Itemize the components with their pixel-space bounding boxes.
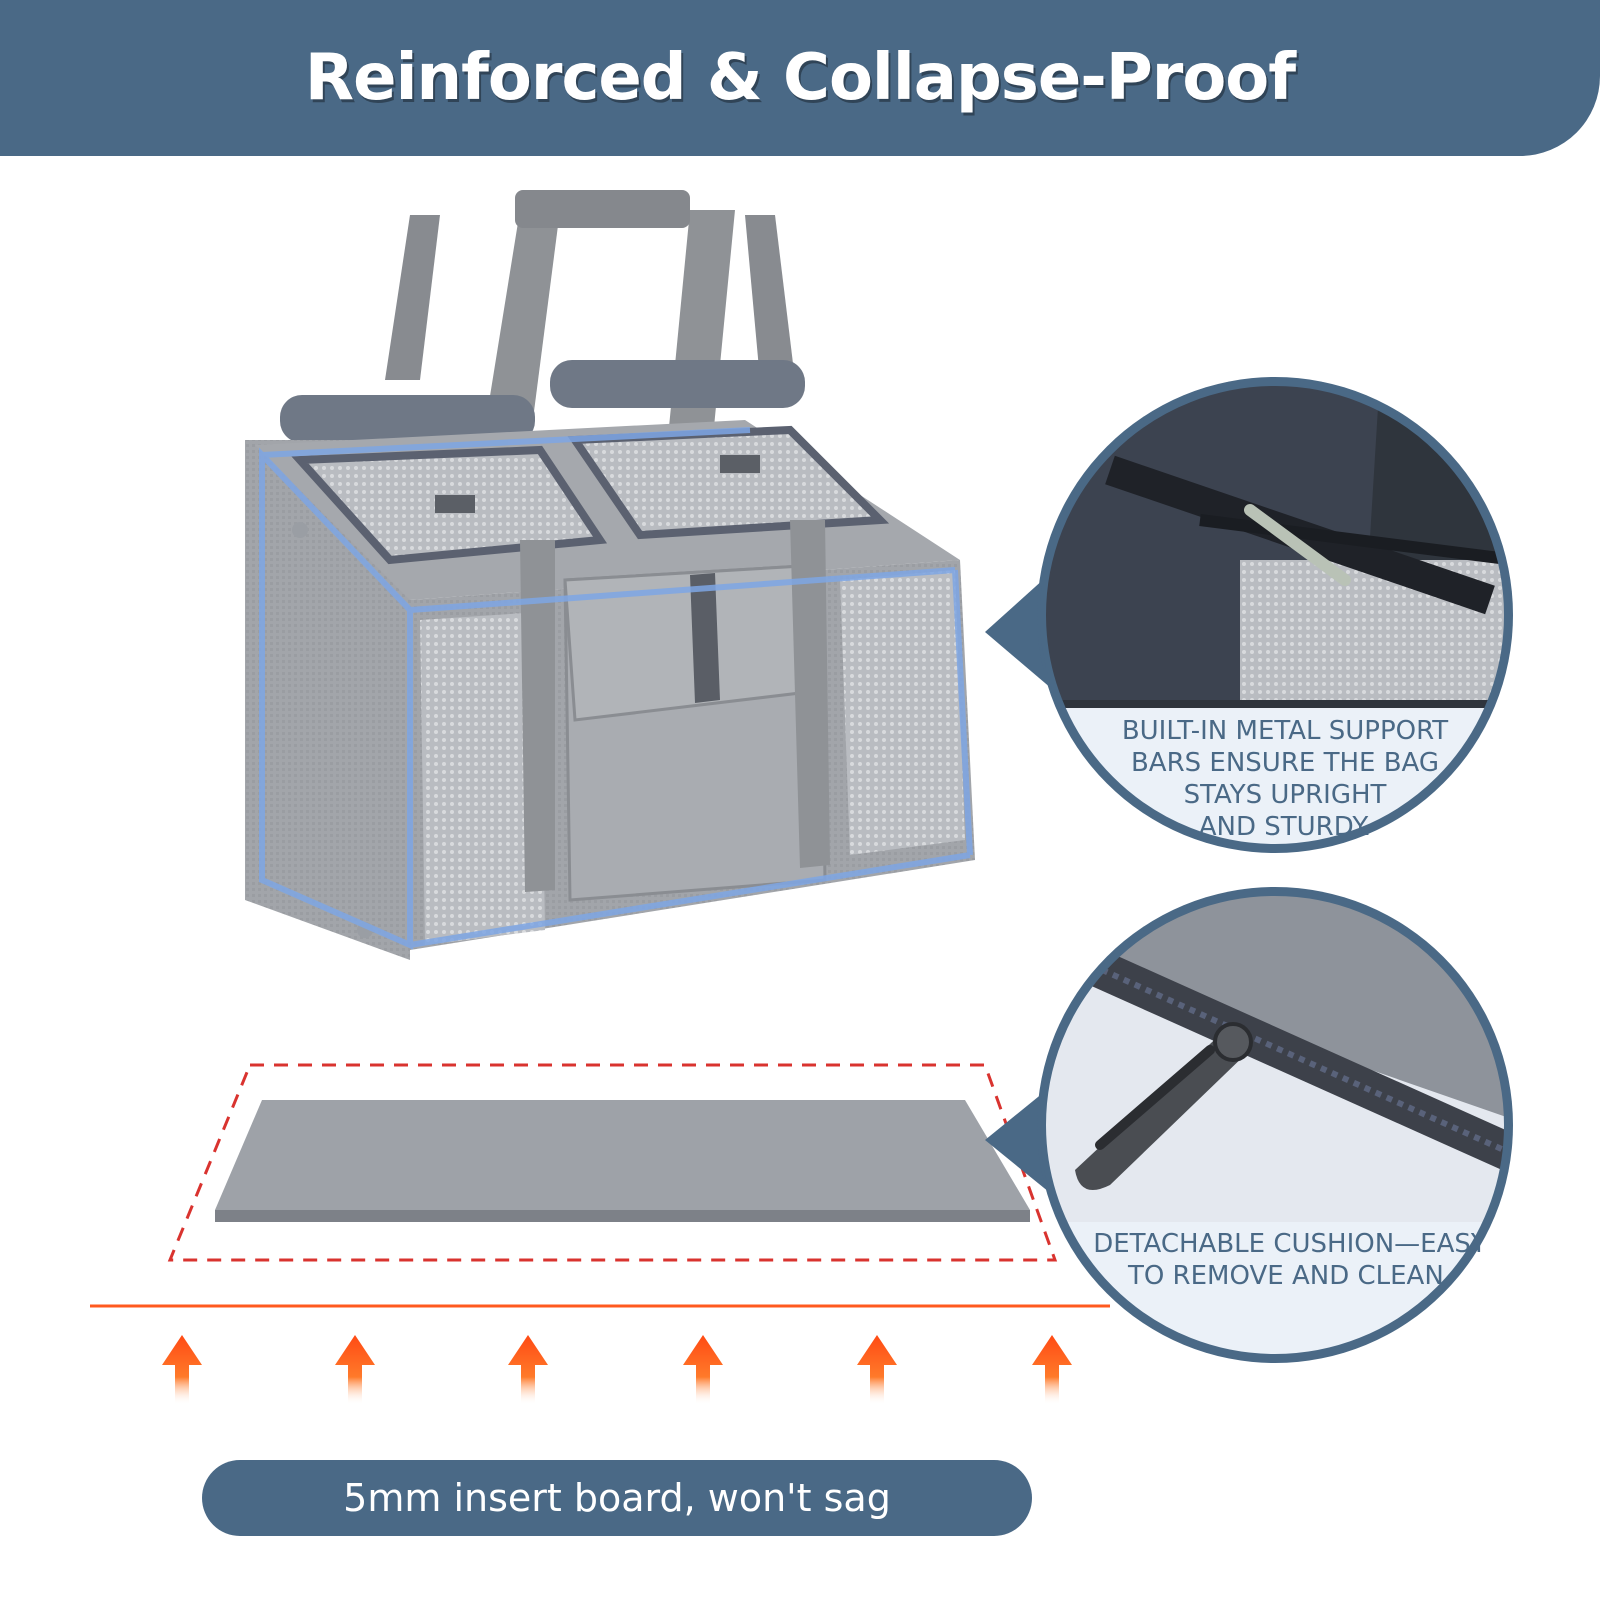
support-bar-icon: [1244, 504, 1351, 586]
support-frame-outline: [259, 427, 973, 950]
caption-line: TO REMOVE AND CLEAN.: [1127, 1261, 1453, 1291]
caption-line: BUILT-IN METAL SUPPORT: [1121, 716, 1449, 746]
rolled-flap-right: [550, 360, 805, 408]
support-arrows: [162, 1335, 1072, 1405]
title-banner: Reinforced & Collapse-Proof: [0, 0, 1600, 156]
handle-grip: [515, 190, 690, 228]
callout-detachable-cushion: [985, 887, 1513, 1363]
zipper-pull-icon: [1075, 1022, 1253, 1190]
cushion-caption: DETACHABLE CUSHION—EASY TO REMOVE AND CL…: [1075, 1228, 1505, 1292]
caption-line: AND STURDY.: [1198, 812, 1372, 842]
insert-board: [167, 1063, 1058, 1262]
rolled-flap-left: [280, 395, 535, 443]
up-arrow-icon: [335, 1335, 375, 1405]
insert-board-label-text: 5mm insert board, won't sag: [343, 1476, 891, 1520]
up-arrow-icon: [162, 1335, 202, 1405]
caption-line: DETACHABLE CUSHION—EASY: [1093, 1229, 1487, 1259]
page-title: Reinforced & Collapse-Proof: [304, 41, 1296, 115]
front-mesh-left: [420, 612, 545, 945]
callout-support-bars: [985, 377, 1513, 853]
board-dashed-outline: [167, 1063, 1058, 1262]
pet-carrier-bag: [245, 190, 975, 960]
support-bars-caption: BUILT-IN METAL SUPPORT BARS ENSURE THE B…: [1085, 715, 1485, 843]
front-mesh-right: [840, 570, 965, 855]
up-arrow-icon: [857, 1335, 897, 1405]
up-arrow-icon: [508, 1335, 548, 1405]
caption-line: BARS ENSURE THE BAG: [1130, 748, 1440, 778]
up-arrow-icon: [683, 1335, 723, 1405]
insert-board-label: 5mm insert board, won't sag: [202, 1460, 1032, 1536]
caption-line: STAYS UPRIGHT: [1183, 780, 1387, 810]
up-arrow-icon: [1032, 1335, 1072, 1405]
